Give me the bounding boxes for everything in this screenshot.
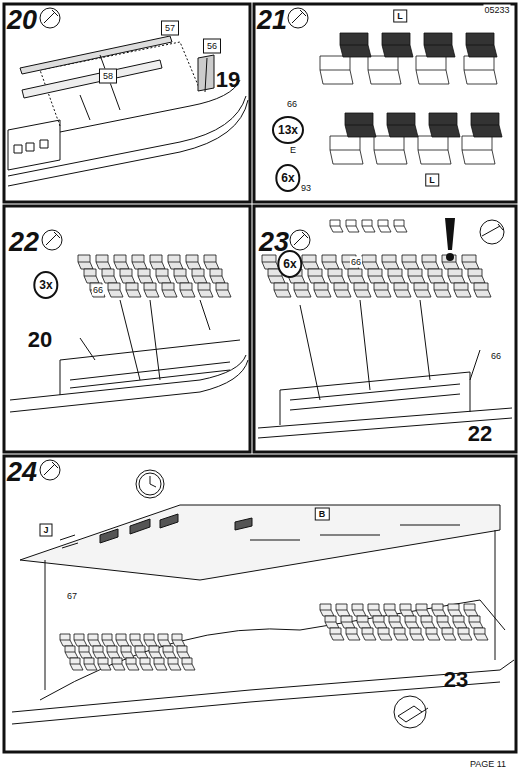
clock-icon: [136, 470, 164, 498]
hull-bow: [8, 36, 248, 186]
reference-step: 20: [28, 329, 52, 351]
step-number: 22: [9, 229, 39, 256]
step-number: 21: [257, 7, 287, 34]
callout-number: 66: [286, 99, 298, 110]
quantity-circle: 3x: [33, 271, 58, 299]
panel-frame: [4, 206, 250, 452]
panel-frame: [4, 4, 250, 202]
reference-step: 23: [444, 669, 468, 691]
quantity-circle: 6x: [275, 164, 300, 192]
part-number-box: 58: [99, 69, 117, 84]
glue-icon: [40, 8, 504, 480]
panel-frame: [254, 206, 516, 452]
part-number-box: 56: [203, 39, 221, 54]
callout-number: 67: [66, 591, 78, 602]
flag-label: B: [315, 508, 330, 521]
callout-number: 66: [490, 351, 502, 362]
panel-frame: [4, 456, 516, 752]
glue-tube-icon: [394, 696, 428, 728]
exclamation-mark: [445, 218, 455, 261]
part-number-box: 57: [161, 21, 179, 36]
step-number: 20: [7, 7, 37, 34]
ship-side: [10, 300, 514, 724]
callout-number: 05233: [483, 5, 510, 16]
quantity-circle: 13x: [272, 116, 304, 144]
seat-rows: [60, 33, 502, 670]
callout-number: PAGE 11: [469, 759, 507, 770]
callout-number: 93: [300, 183, 312, 194]
callout-number: 66: [350, 257, 362, 268]
callout-number: 66: [92, 285, 104, 296]
flag-label: L: [425, 174, 439, 187]
flag-label: J: [39, 524, 52, 537]
reference-step: 19: [216, 69, 240, 91]
step-number: 24: [7, 459, 37, 486]
reference-step: 22: [468, 423, 492, 445]
flag-label: L: [393, 10, 407, 23]
panel-frame: [254, 4, 516, 202]
callout-number: E: [289, 145, 297, 156]
